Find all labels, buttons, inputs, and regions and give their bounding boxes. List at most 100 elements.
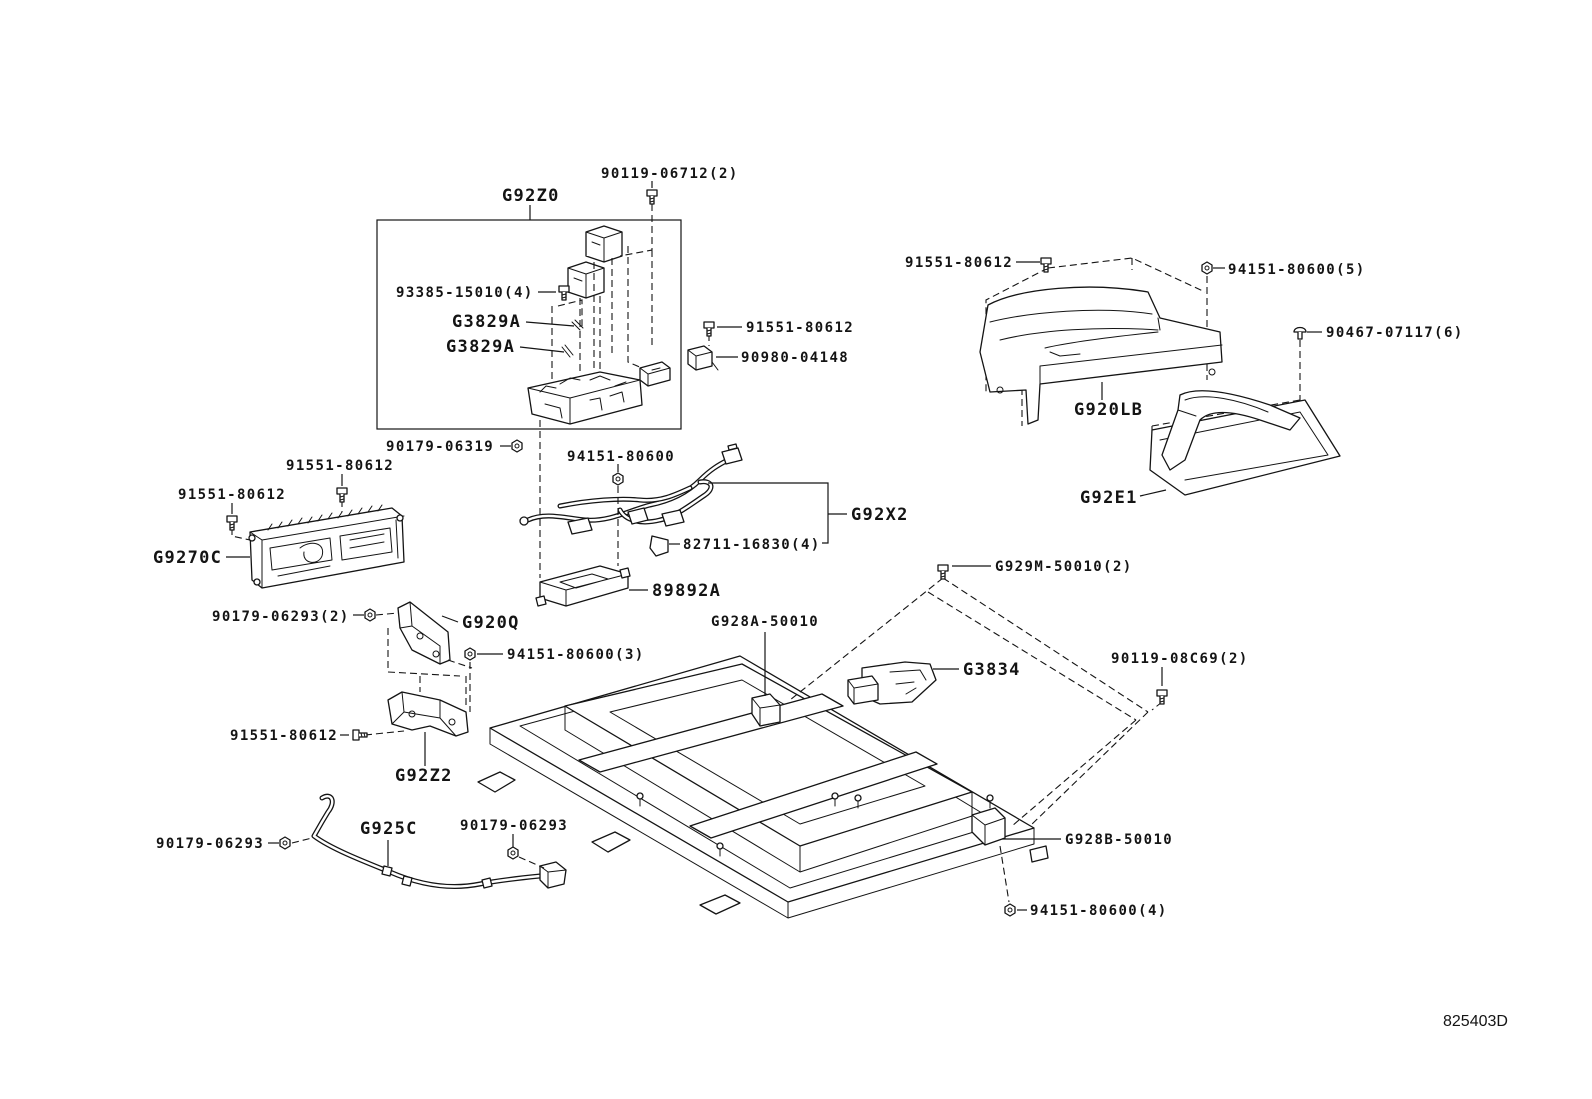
callout-91551-80612-ecu-upper[interactable]: 91551-80612	[286, 458, 394, 474]
callout-g925c[interactable]: G925C	[360, 819, 418, 839]
callout-90119-08c69[interactable]: 90119-08C69(2)	[1111, 651, 1249, 667]
nut-icon	[511, 439, 523, 453]
callout-labels: 90119-06712(2) G92Z0 93385-15010(4) G382…	[153, 166, 1464, 919]
junction-dashed-lines	[551, 204, 653, 380]
bracket-g920q-edges	[399, 601, 441, 665]
part-g3834-drawing	[847, 661, 937, 705]
ecu-details	[269, 519, 399, 577]
leader-line	[1139, 489, 1167, 497]
bracket-g920q-drawing	[375, 601, 473, 712]
bracket-g928a-edges	[751, 697, 781, 727]
callout-g92e1[interactable]: G92E1	[1080, 488, 1138, 508]
callout-94151-80600-tray[interactable]: 94151-80600(4)	[1030, 903, 1168, 919]
callout-90119-06712[interactable]: 90119-06712(2)	[601, 166, 739, 182]
ecu-edges	[249, 515, 405, 589]
connector-90980-drawing	[687, 334, 719, 371]
part-g3834-block	[847, 675, 879, 705]
ecu-fins	[267, 504, 383, 531]
callout-90179-06293-cable-right[interactable]: 90179-06293	[460, 818, 568, 834]
cover-body	[979, 286, 1223, 425]
callout-g929m-50010[interactable]: G929M-50010(2)	[995, 559, 1133, 575]
cover-hole	[996, 386, 1004, 394]
tray-dashed-lines	[789, 577, 1163, 903]
harness-wire-fill	[558, 486, 692, 508]
callout-90179-06293-bracket[interactable]: 90179-06293(2)	[212, 609, 350, 625]
ecu-89892a-edges	[539, 573, 629, 607]
callout-g920lb[interactable]: G920LB	[1074, 400, 1143, 420]
assembly-box	[376, 219, 682, 430]
ecu-mount-tab	[396, 514, 404, 522]
bracket-g92z2-body	[387, 691, 469, 737]
tray-foot	[1029, 845, 1049, 863]
bracket-g92z2-drawing	[364, 691, 469, 737]
bracket-g92z2-edges	[391, 691, 457, 737]
callout-90980-04148[interactable]: 90980-04148	[741, 350, 849, 366]
bracket-hole	[416, 632, 424, 640]
harness-dashed-lines	[539, 420, 619, 578]
cable-g925c-drawing	[291, 793, 567, 890]
callout-g92z2[interactable]: G92Z2	[395, 766, 453, 786]
cable-clamp	[381, 865, 393, 877]
callout-94151-80600-bracket[interactable]: 94151-80600(3)	[507, 647, 645, 663]
nut-icon	[364, 608, 376, 622]
ecu-89892a-tab	[535, 595, 547, 607]
callout-91551-80612-cover[interactable]: 91551-80612	[905, 255, 1013, 271]
callout-91551-80612-bracket[interactable]: 91551-80612	[230, 728, 338, 744]
duct-tube-edges	[1177, 396, 1269, 417]
ecu-89892a-tab	[619, 567, 631, 579]
cover-hole	[1208, 368, 1216, 376]
bracket-g928b-edges	[971, 814, 1006, 846]
callout-g9270c[interactable]: G9270C	[153, 548, 222, 568]
junction-block-body	[527, 371, 643, 425]
relay-bottom-edges	[567, 267, 605, 299]
harness-connector	[661, 509, 685, 527]
tray-post-head	[636, 792, 644, 800]
callout-91551-80612-junction[interactable]: 91551-80612	[746, 320, 854, 336]
junction-block-connector-edges	[639, 367, 671, 387]
callout-g928a-50010[interactable]: G928A-50010	[711, 614, 819, 630]
bracket-hole	[448, 718, 456, 726]
callout-90467-07117[interactable]: 90467-07117(6)	[1326, 325, 1464, 341]
duct-plate-edges	[1159, 411, 1329, 481]
harness-connector	[627, 507, 649, 525]
fuse-1	[571, 319, 584, 331]
cable-clamp	[481, 877, 493, 889]
tray-post-head	[716, 842, 724, 850]
ecu-body	[249, 507, 405, 589]
harness-terminal	[649, 535, 669, 557]
callout-g3829a-upper[interactable]: G3829A	[452, 312, 521, 332]
callout-g3834[interactable]: G3834	[963, 660, 1021, 680]
callout-90179-06293-cable-left[interactable]: 90179-06293	[156, 836, 264, 852]
bracket-g928a	[751, 693, 781, 727]
callout-91551-80612-ecu-lower[interactable]: 91551-80612	[178, 487, 286, 503]
nut-icon	[1004, 903, 1016, 917]
tray-strap	[689, 751, 938, 839]
leader-lines	[226, 181, 1322, 911]
bracket-g928b	[971, 807, 1006, 846]
callout-g3829a-lower[interactable]: G3829A	[446, 337, 515, 357]
tray-foot	[699, 894, 741, 915]
callout-89892a[interactable]: 89892A	[652, 581, 721, 601]
callout-94151-80600-cover[interactable]: 94151-80600(5)	[1228, 262, 1366, 278]
tray-post-head	[831, 792, 839, 800]
cover-details	[989, 309, 1223, 385]
callout-g92x2[interactable]: G92X2	[851, 505, 909, 525]
callout-g920q[interactable]: G920Q	[462, 613, 520, 633]
tray-post-head	[986, 794, 994, 802]
fuse-2	[561, 344, 574, 358]
ecu-mount-tab	[253, 578, 261, 586]
callout-94151-80600[interactable]: 94151-80600	[567, 449, 675, 465]
cable-clamp	[401, 875, 413, 887]
callout-93385-15010[interactable]: 93385-15010(4)	[396, 285, 534, 301]
connector-edges	[687, 349, 719, 371]
cable-connector	[539, 861, 567, 889]
leader-line	[441, 615, 459, 623]
tray-foot	[591, 831, 631, 853]
callout-90179-06319[interactable]: 90179-06319	[386, 439, 494, 455]
callout-g928b-50010[interactable]: G928B-50010	[1065, 832, 1173, 848]
tray-cover-recess	[609, 679, 926, 825]
callout-g92z0[interactable]: G92Z0	[502, 186, 560, 206]
harness-connector	[567, 517, 593, 535]
callout-82711-16830[interactable]: 82711-16830(4)	[683, 537, 821, 553]
ecu-mount-tab	[248, 534, 256, 542]
